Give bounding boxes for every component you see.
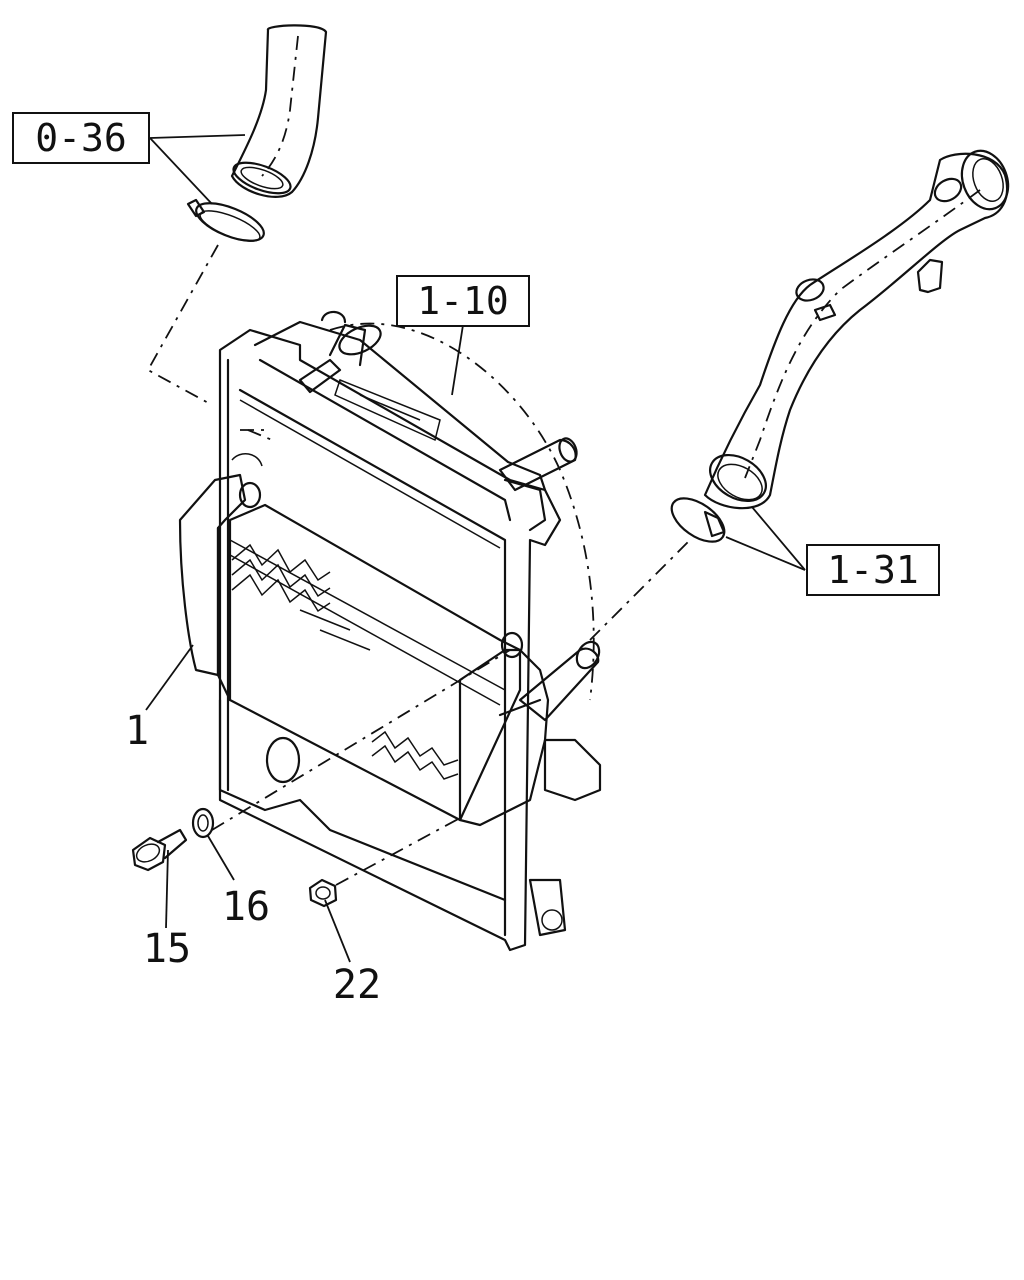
- callout-22: 22: [333, 962, 381, 1008]
- callout-1: 1: [125, 708, 149, 754]
- upper-hose-clamp: [186, 198, 265, 242]
- ref-box-1-10[interactable]: 1-10: [396, 275, 530, 327]
- intake-duct: [703, 149, 1010, 510]
- upper-hose: [230, 24, 328, 198]
- leader-lines: [145, 134, 806, 963]
- ref-box-1-31[interactable]: 1-31: [806, 544, 940, 596]
- nut-22: [308, 878, 338, 908]
- callout-15: 15: [143, 926, 191, 972]
- ref-box-0-36[interactable]: 0-36: [12, 112, 150, 164]
- washer-16: [191, 807, 215, 839]
- bolt-15: [131, 828, 188, 872]
- ref-label-1-10: 1-10: [417, 279, 509, 323]
- callout-16: 16: [222, 884, 270, 930]
- assembly-lines: [146, 244, 691, 886]
- radiator-assembly: [178, 310, 602, 952]
- intake-duct-clamp: [670, 497, 726, 543]
- ref-label-0-36: 0-36: [35, 116, 127, 160]
- ref-label-1-31: 1-31: [827, 548, 919, 592]
